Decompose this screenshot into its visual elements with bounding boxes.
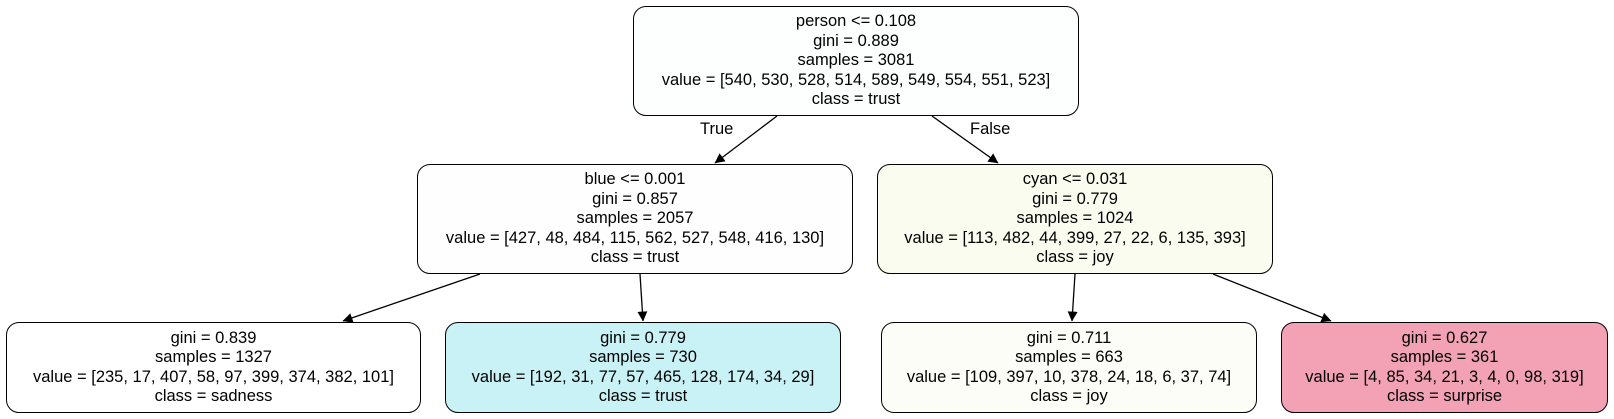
node-line: value = [427, 48, 484, 115, 562, 527, 54… (445, 228, 825, 247)
node-line: blue <= 0.001 (584, 170, 686, 189)
node-line: value = [192, 31, 77, 57, 465, 128, 174,… (471, 367, 815, 386)
node-line: value = [4, 85, 34, 21, 3, 4, 0, 98, 319… (1305, 367, 1584, 386)
node-line: class = joy (1030, 386, 1108, 405)
node-line: gini = 0.779 (600, 328, 686, 347)
node-line: class = trust (811, 90, 901, 109)
node-line: class = sadness (154, 386, 273, 405)
node-line: gini = 0.627 (1401, 328, 1488, 347)
node-line: samples = 730 (589, 348, 697, 367)
node-line: samples = 3081 (797, 51, 915, 70)
node-line: class = trust (598, 386, 688, 405)
node-line: value = [540, 530, 528, 514, 589, 549, 5… (661, 70, 1051, 89)
edge-label-false: False (970, 120, 1011, 138)
node-line: cyan <= 0.031 (1022, 170, 1128, 189)
edge-right-to-right-right (1212, 273, 1332, 323)
node-line: samples = 663 (1015, 348, 1123, 367)
edge-left-to-left-left (342, 273, 481, 323)
node-line: gini = 0.711 (1026, 328, 1112, 347)
node-line: gini = 0.839 (170, 328, 257, 347)
node-line: samples = 1024 (1016, 209, 1134, 228)
node-line: class = surprise (1386, 386, 1503, 405)
edge-right-to-right-left (1067, 273, 1078, 322)
node-line: samples = 361 (1390, 348, 1499, 367)
node-line: samples = 2057 (576, 209, 694, 228)
node-line: gini = 0.889 (813, 31, 899, 50)
node-line: value = [113, 482, 44, 399, 27, 22, 6, 1… (904, 228, 1246, 247)
edge-root-to-right (931, 115, 999, 164)
node-line: samples = 1327 (155, 348, 272, 367)
node-line: class = joy (1036, 248, 1114, 267)
node-line: person <= 0.108 (795, 12, 917, 31)
node-line: class = trust (590, 248, 680, 267)
edge-left-to-left-right (637, 273, 648, 322)
node-line: value = [109, 397, 10, 378, 24, 18, 6, 3… (906, 367, 1232, 386)
node-line: value = [235, 17, 407, 58, 97, 399, 374,… (32, 367, 394, 386)
node-line: gini = 0.779 (1032, 189, 1118, 208)
node-line: gini = 0.857 (592, 189, 678, 208)
edge-label-true: True (700, 120, 734, 138)
edge-root-to-left (714, 115, 778, 164)
